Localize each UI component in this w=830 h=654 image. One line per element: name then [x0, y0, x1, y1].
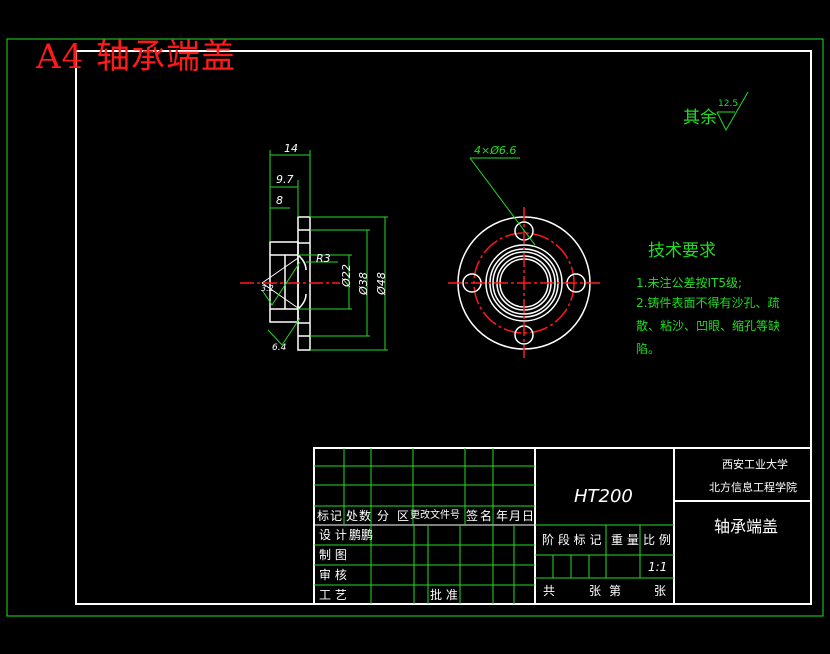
tb-header: 分	[377, 509, 390, 523]
part-name: 轴承端盖	[714, 517, 779, 536]
tb-approve: 批 准	[430, 588, 458, 602]
tb-header: 年	[496, 509, 509, 523]
tb-drawing: 制 图	[319, 548, 347, 562]
tb-header: 标	[317, 509, 330, 523]
tech-req-line: 2.铸件表面不得有沙孔、疏	[636, 296, 780, 310]
surface-note: 其余	[683, 108, 717, 128]
tech-req-line: 散、粘沙、凹眼、缩孔等缺	[636, 319, 781, 333]
tb-header: 处	[346, 509, 359, 523]
dim-phi48: Ø48	[374, 272, 388, 295]
dim-14: 14	[284, 142, 298, 155]
dim-rough-6-4: 6.4	[272, 343, 287, 353]
tb-header: 名	[480, 509, 493, 523]
tb-designer: 鹏鹏	[349, 528, 374, 542]
dim-phi38: Ø38	[356, 272, 370, 295]
outer-frame	[6, 38, 824, 617]
material: HT200	[574, 486, 633, 507]
tb-total: 共	[543, 584, 556, 598]
surface-roughness-value: 12.5	[718, 99, 739, 109]
dim-phi22: Ø22	[339, 264, 353, 287]
tb-design: 设 计	[319, 528, 347, 542]
tb-process: 工 艺	[319, 588, 347, 602]
tb-scale-label: 比 例	[643, 533, 671, 547]
tb-scale: 1:1	[648, 560, 668, 574]
tb-page: 第	[609, 584, 622, 598]
university-line1: 西安工业大学	[722, 458, 788, 471]
holes-leader	[469, 157, 536, 246]
tb-review: 审 核	[319, 568, 347, 582]
tb-stage-mark: 阶 段 标 记	[542, 533, 602, 547]
title-block-lines	[313, 447, 812, 605]
tech-req-title: 技术要求	[648, 241, 716, 261]
tech-req-line: 陷。	[636, 342, 661, 356]
roughness-symbol	[716, 91, 749, 132]
tb-header: 记	[330, 509, 343, 523]
tb-sheets: 张	[589, 584, 602, 598]
dim-r3: R3	[316, 252, 331, 265]
dim-rough-3-2: 3.2	[261, 284, 274, 293]
tb-weight: 重 量	[611, 533, 639, 547]
tb-header: 数	[359, 509, 372, 523]
tech-req-line: 1.未注公差按IT5级;	[636, 276, 742, 290]
dim-9-7: 9.7	[276, 173, 294, 186]
dim-8: 8	[276, 194, 283, 207]
sheet-title: A4 轴承端盖	[36, 37, 236, 77]
tb-header: 日	[522, 509, 535, 523]
tb-header: 签	[466, 509, 479, 523]
tb-sheets2: 张	[654, 584, 667, 598]
side-view-cone	[261, 257, 299, 309]
side-dimensions	[261, 150, 388, 351]
tb-header: 更改文件号	[410, 510, 460, 521]
tb-header: 区	[397, 509, 410, 523]
dim-holes: 4×Ø6.6	[474, 144, 517, 157]
tb-header: 月	[509, 509, 522, 523]
university-line2: 北方信息工程学院	[709, 481, 797, 494]
front-centerlines	[448, 207, 602, 358]
